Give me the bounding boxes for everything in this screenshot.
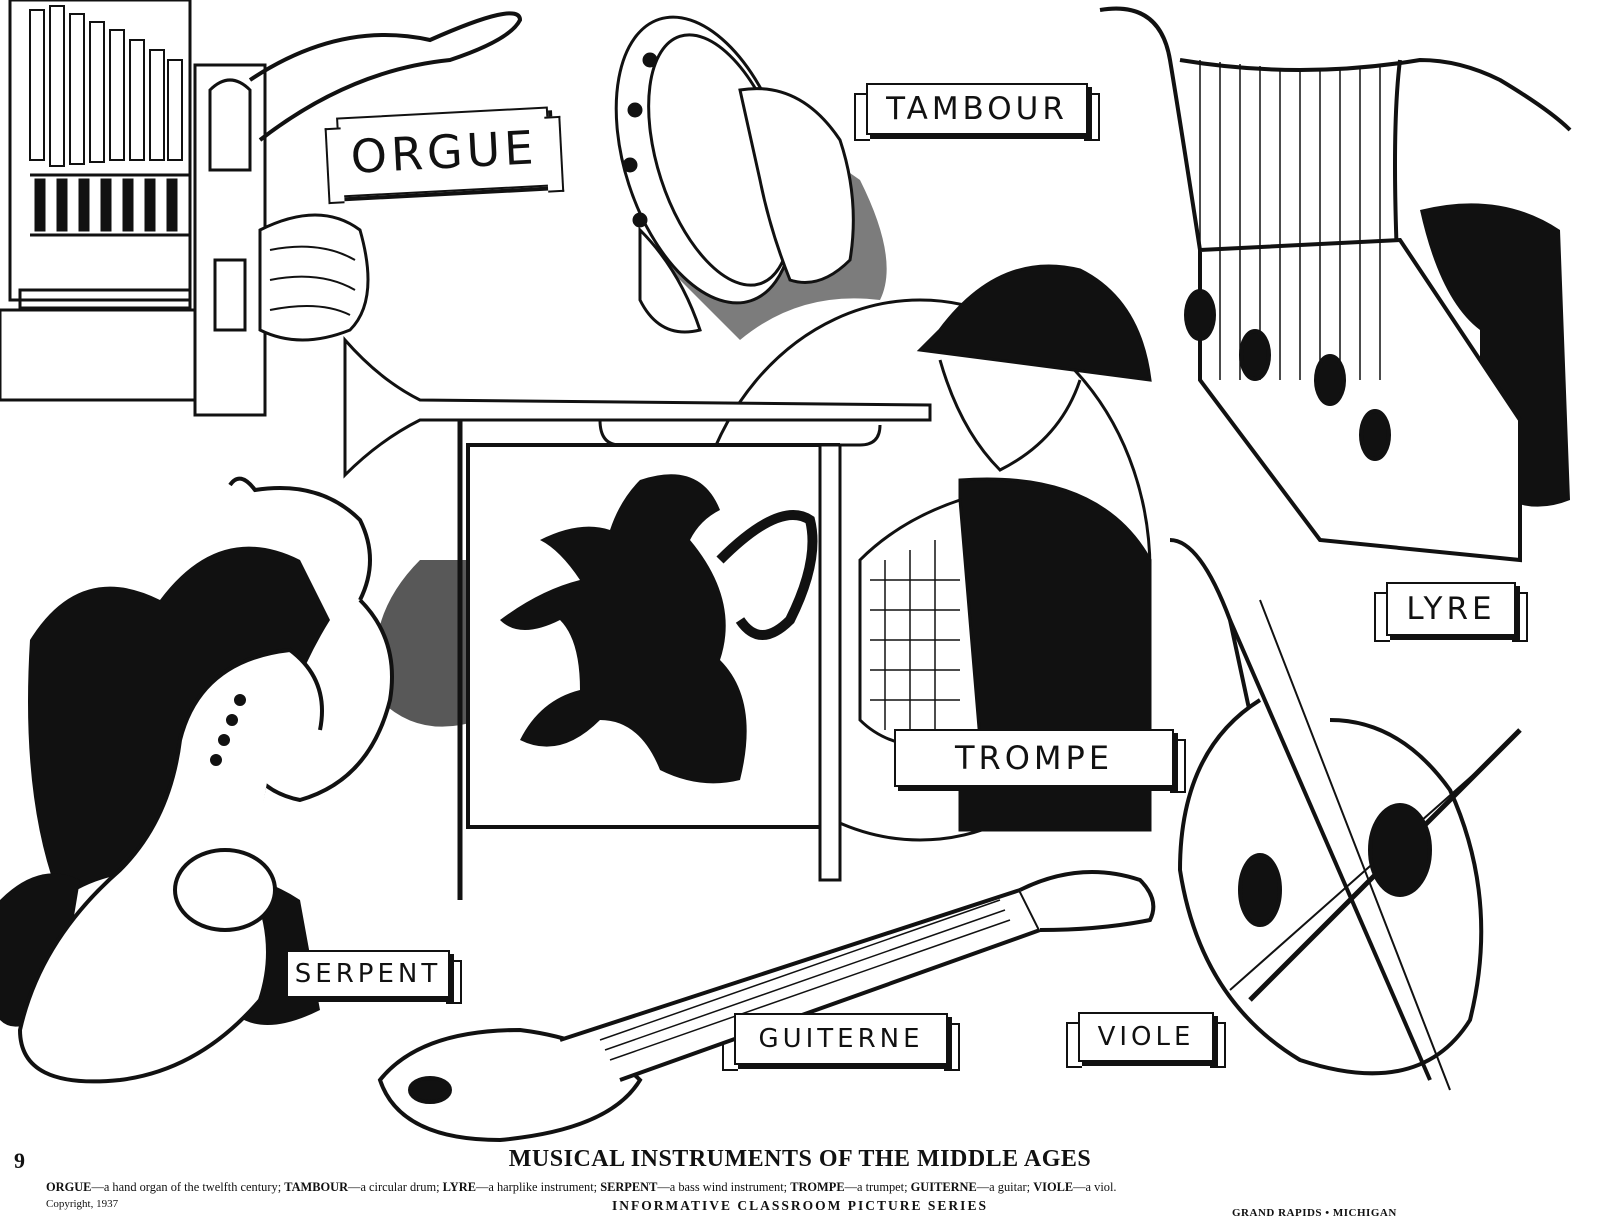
caption-term: SERPENT <box>600 1180 658 1194</box>
label-tambour: TAMBOUR <box>854 83 1100 141</box>
serpent-drawing <box>17 476 394 1084</box>
caption-entry-serpent: SERPENT—a bass wind instrument; <box>600 1180 790 1194</box>
publisher-location: GRAND RAPIDS • MICHIGAN <box>1232 1207 1397 1219</box>
series-title: INFORMATIVE CLASSROOM PICTURE SERIES <box>612 1198 988 1213</box>
caption-entry-guiterne: GUITERNE—a guitar; <box>911 1180 1034 1194</box>
copyright: Copyright, 1937 <box>46 1198 119 1210</box>
label-guiterne: GUITERNE <box>722 1013 960 1071</box>
caption-entry-lyre: LYRE—a harplike instrument; <box>443 1180 601 1194</box>
caption-entry-tambour: TAMBOUR—a circular drum; <box>284 1180 442 1194</box>
caption-term: TROMPE <box>790 1180 845 1194</box>
caption-term: LYRE <box>442 1180 476 1194</box>
caption-entry-trompe: TROMPE—a trumpet; <box>790 1180 910 1194</box>
page-title: MUSICAL INSTRUMENTS OF THE MIDDLE AGES <box>508 1146 1092 1172</box>
organ-drawing <box>0 0 523 417</box>
caption-term: VIOLE <box>1033 1180 1074 1194</box>
label-serpent: SERPENT <box>274 950 462 1004</box>
caption-definition: —a hand organ of the twelfth century; <box>91 1180 285 1194</box>
guiterne-drawing <box>377 870 1156 1143</box>
label-lyre: LYRE <box>1374 582 1528 642</box>
caption-definition: —a circular drum; <box>348 1180 443 1194</box>
viole-drawing <box>1169 538 1522 1091</box>
caption-definition: —a trumpet; <box>844 1180 911 1194</box>
caption-term: GUITERNE <box>910 1180 977 1194</box>
caption: ORGUE—a hand organ of the twelfth centur… <box>46 1180 1556 1195</box>
caption-entry-orgue: ORGUE—a hand organ of the twelfth centur… <box>46 1180 284 1194</box>
drum-drawing <box>614 15 855 334</box>
label-viole: VIOLE <box>1066 1012 1226 1068</box>
label-trompe: TROMPE <box>882 729 1186 793</box>
lyre-drawing <box>1099 6 1572 563</box>
caption-term: ORGUE <box>46 1180 92 1194</box>
label-orgue: ORGUE <box>336 106 552 198</box>
lion-banner <box>457 420 842 900</box>
caption-entry-viole: VIOLE—a viol. <box>1033 1180 1116 1194</box>
plate-number: 9 <box>14 1148 25 1173</box>
caption-definition: —a harplike instrument; <box>475 1180 601 1194</box>
caption-definition: —a guitar; <box>976 1180 1034 1194</box>
caption-definition: —a viol. <box>1073 1180 1117 1194</box>
caption-term: TAMBOUR <box>284 1180 349 1194</box>
caption-definition: —a bass wind instrument; <box>657 1180 791 1194</box>
